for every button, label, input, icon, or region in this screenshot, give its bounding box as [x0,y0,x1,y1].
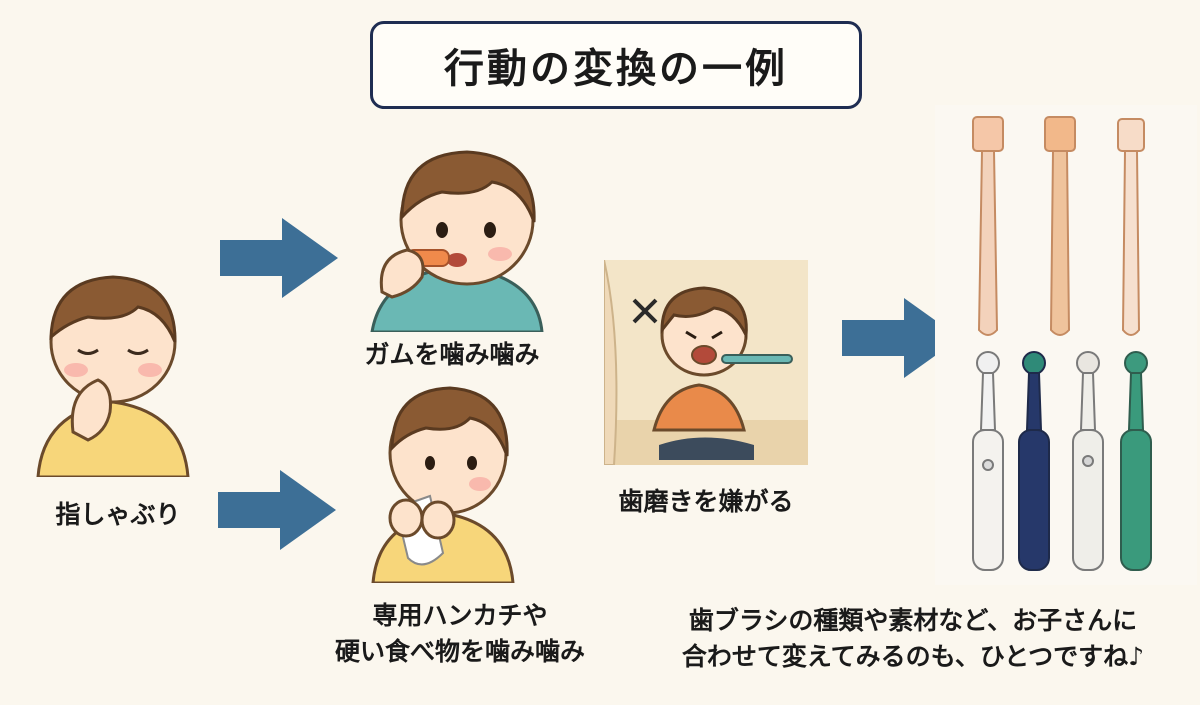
page-title: 行動の変換の一例 [444,46,788,92]
arrow-right-icon [220,218,338,298]
gum-label: ガムを噛み噛み [364,340,540,369]
dislike-brushing-illustration [603,259,808,466]
advice-line2: 合わせて変えてみるのも、ひとつですね♪ [681,642,1145,671]
thumb-sucking-label: 指しゃぶり [55,500,181,529]
handkerchief-label-line2: 硬い食べ物を噛み噛み [334,637,585,666]
gum-chewing-child-illustration [370,150,544,332]
arrow-right-icon [842,298,960,378]
title-box: 行動の変換の一例 [370,21,862,109]
thumb-sucking-child-illustration [36,275,190,477]
arrow-right-icon [218,470,336,550]
toothbrushes-illustration [935,105,1197,585]
handkerchief-chewing-child-illustration [371,386,515,583]
handkerchief-label-line1: 専用ハンカチや [372,601,548,630]
advice-line1: 歯ブラシの種類や素材など、お子さんに [688,606,1138,635]
dislike-brushing-label: 歯磨きを嫌がる [618,487,794,516]
